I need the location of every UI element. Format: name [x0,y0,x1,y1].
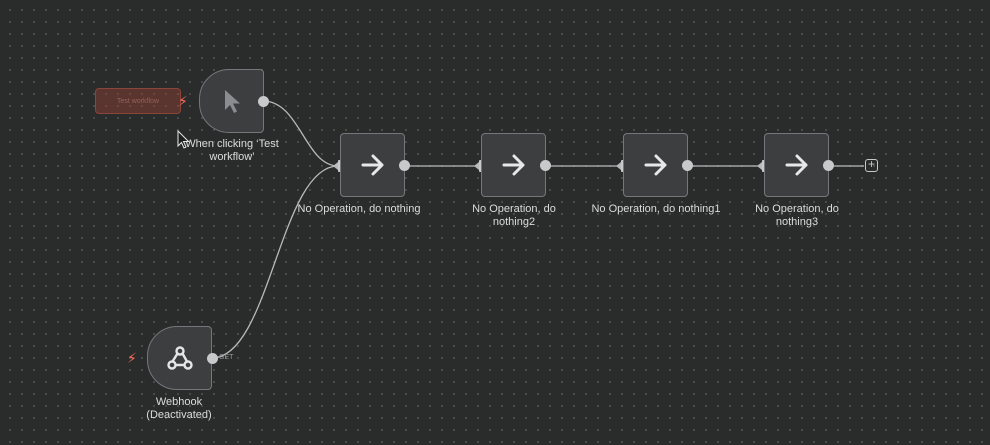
arrowhead [757,162,762,170]
noop-output-handle[interactable] [540,160,551,171]
webhook-method-label: GET [219,354,234,361]
noop-node-4-label: No Operation, do nothing3 [755,203,839,228]
lightning-bolt-icon: ⚡ [178,93,188,109]
cursor-icon [177,130,190,149]
noop-node-4[interactable] [764,133,829,197]
arrow-right-icon [361,154,383,176]
noop-output-handle[interactable] [823,160,834,171]
test-workflow-button[interactable]: Test workflow [95,88,181,114]
connection-webhook-to-noop [211,165,339,359]
arrowhead [616,162,621,170]
noop-node-1-label: No Operation, do nothing [297,203,421,215]
noop-output-handle[interactable] [682,160,693,171]
lightning-bolt-icon: ⚡ [127,350,137,366]
arrow-right-icon [785,154,807,176]
noop-node-3[interactable] [623,133,688,197]
connection-trigger-to-noop [262,100,339,167]
arrowhead [474,162,479,170]
mouse-pointer-icon [224,90,240,113]
noop-node-3-label: No Operation, do nothing1 [591,203,721,215]
noop-output-handle[interactable] [399,160,410,171]
arrow-right-icon [644,154,666,176]
manual-trigger-node[interactable] [199,69,264,133]
trigger-output-handle[interactable] [258,96,269,107]
noop-node-1[interactable] [340,133,405,197]
arrow-right-icon [502,154,524,176]
webhook-node-label: Webhook (Deactivated) [146,396,212,421]
add-node-button[interactable]: + [865,158,878,172]
webhook-icon [166,346,193,370]
noop-node-2[interactable] [481,133,546,197]
noop-node-2-label: No Operation, do nothing2 [472,203,556,228]
webhook-node[interactable] [147,326,212,390]
webhook-output-handle[interactable] [207,353,218,364]
arrowhead [333,162,338,170]
trigger-node-label: When clicking ‘Test workflow’ [185,138,279,163]
